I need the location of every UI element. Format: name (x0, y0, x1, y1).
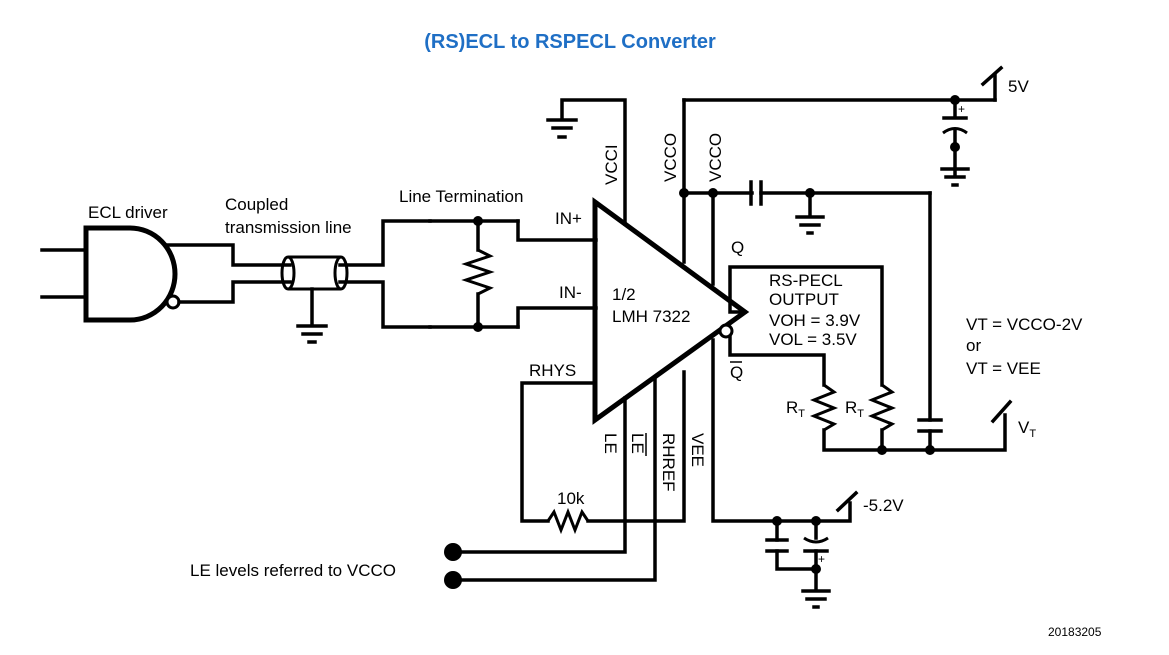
q-label: Q (731, 238, 744, 257)
vol-label: VOL = 3.5V (769, 330, 857, 349)
coupled-label-1: Coupled (225, 195, 288, 214)
rt-resistor-2 (867, 383, 897, 432)
qbar-bubble (718, 323, 734, 339)
ground-icon (801, 589, 831, 609)
voh-label: VOH = 3.9V (769, 311, 861, 330)
rt-label-2: RT (845, 398, 864, 420)
vcci-label: VCCI (602, 144, 621, 185)
rhref-label: RHREF (659, 433, 678, 492)
output-wires (728, 265, 1013, 455)
supply-5v-icon: + (942, 65, 1004, 177)
vcco-label-2: VCCO (706, 133, 725, 182)
inverting-bubble (165, 294, 181, 310)
vcco-label-1: VCCO (661, 133, 680, 182)
supply-5v-label: 5V (1008, 77, 1029, 96)
comparator-lmh7322 (592, 197, 750, 425)
in-minus-label: IN- (559, 283, 582, 302)
coupled-label-2: transmission line (225, 218, 352, 237)
vee-label: VEE (688, 433, 707, 467)
output-label-2: OUTPUT (769, 290, 839, 309)
vcci-wire (560, 98, 627, 226)
diagram-title: (RS)ECL to RSPECL Converter (424, 31, 716, 53)
qbar-label: Q (730, 363, 743, 382)
rt-resistor-1 (809, 383, 839, 432)
ground-icon (296, 324, 328, 344)
vt-equation-2: VT = VEE (966, 359, 1041, 378)
driver-output-wires (164, 219, 432, 329)
vt-label: VT (1018, 418, 1036, 440)
in-plus-label: IN+ (555, 209, 582, 228)
vt-or: or (966, 336, 981, 355)
rhys-resistor-10k (546, 507, 590, 535)
figure-id: 20183205 (1048, 625, 1102, 639)
termination-resistor (461, 248, 495, 296)
svg-text:+: + (818, 552, 825, 566)
le-terminal-1[interactable] (444, 543, 462, 561)
le-levels-label: LE levels referred to VCCO (190, 561, 396, 580)
rhys-label: RHYS (529, 361, 576, 380)
line-termination (428, 216, 598, 332)
chip-half-label: 1/2 (612, 285, 636, 304)
chip-name-label: LMH 7322 (612, 307, 690, 326)
ground-icon (795, 215, 825, 235)
le-bar-label: LE (628, 433, 647, 454)
coupled-transmission-line (280, 255, 349, 327)
rt-label-1: RT (786, 398, 805, 420)
vt-equation-1: VT = VCCO-2V (966, 315, 1083, 334)
vee-decoupling-capacitors: + (765, 516, 829, 592)
le-terminal-2[interactable] (444, 571, 462, 589)
line-termination-label: Line Termination (399, 187, 523, 206)
r10k-label: 10k (557, 489, 585, 508)
vcco-decoupling-capacitor (749, 180, 932, 422)
le-label: LE (601, 433, 620, 454)
supply-neg-label: -5.2V (863, 496, 904, 515)
svg-text:+: + (958, 102, 965, 116)
vcco-wires (679, 98, 997, 286)
ground-icon (546, 118, 578, 139)
ground-icon (940, 167, 970, 187)
output-label-1: RS-PECL (769, 271, 843, 290)
ecl-driver-gate (40, 225, 181, 323)
ecl-driver-label: ECL driver (88, 203, 168, 222)
